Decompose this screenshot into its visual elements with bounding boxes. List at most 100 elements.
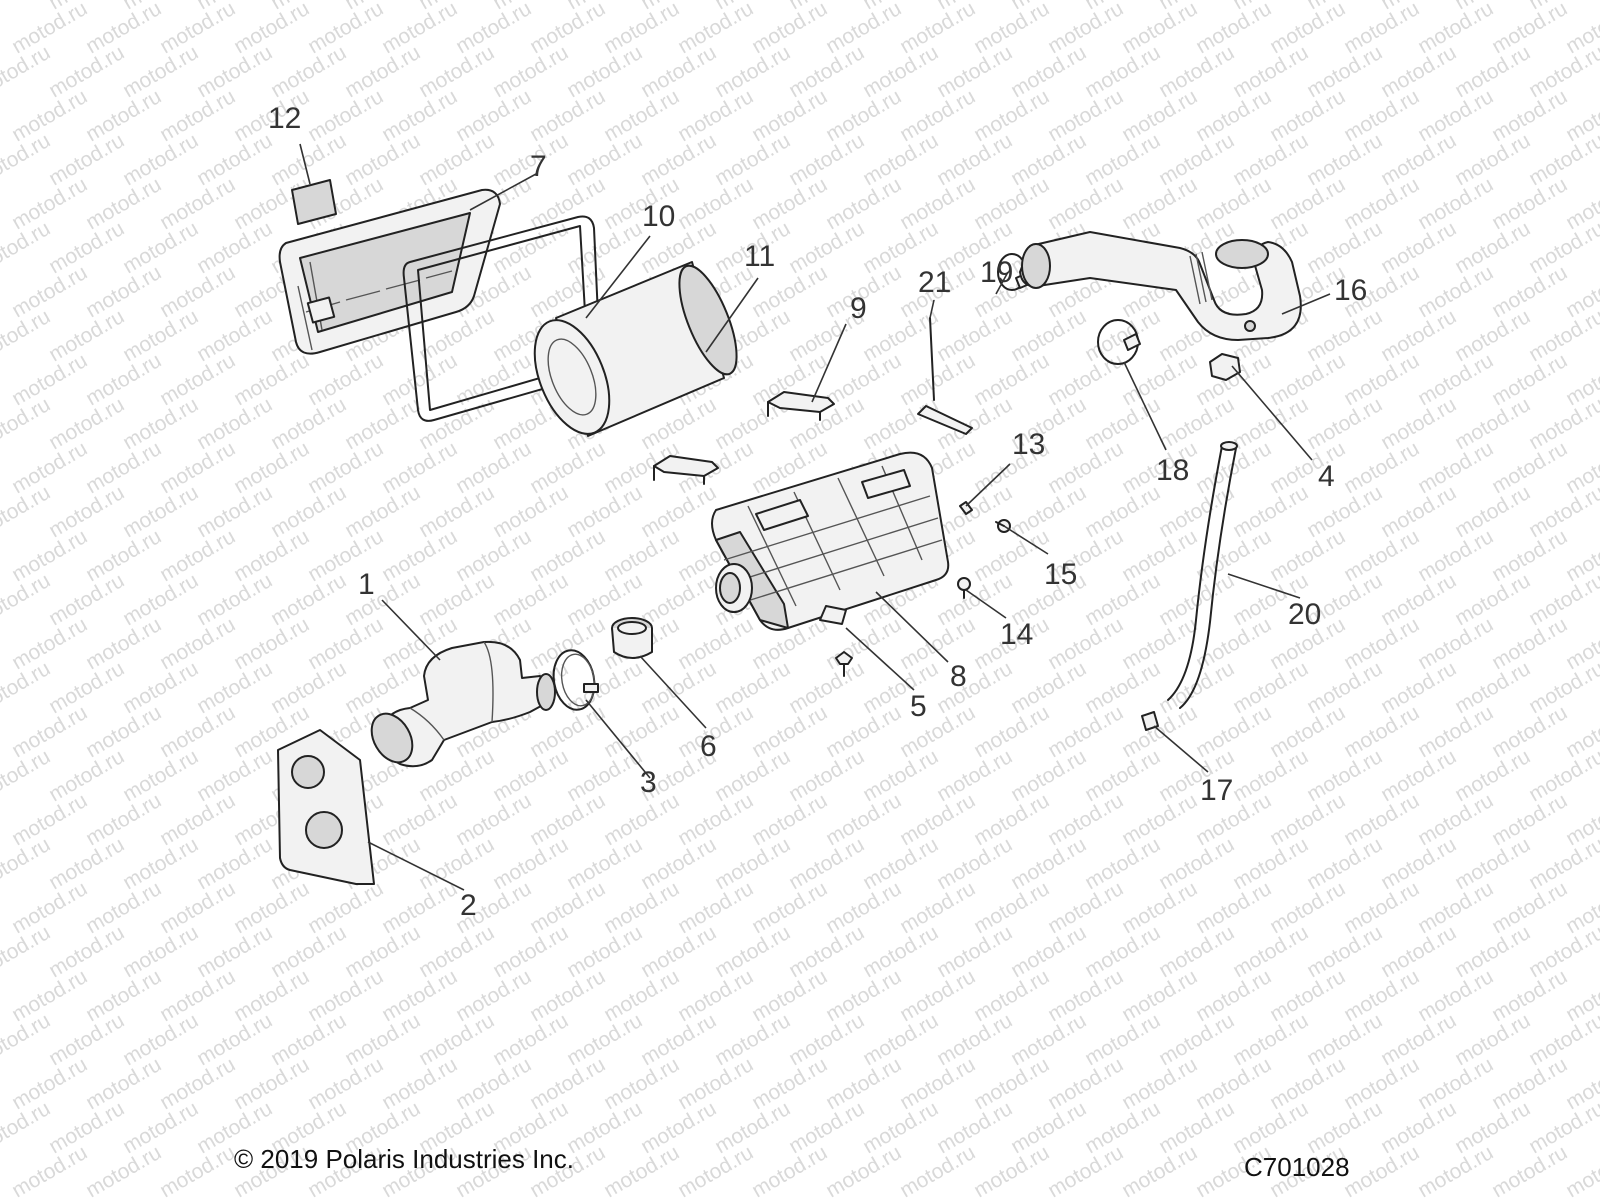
watermark-text: motod.ru bbox=[341, 481, 424, 542]
watermark-text: motod.ru bbox=[0, 305, 54, 366]
watermark-text: motod.ru bbox=[1118, 1141, 1201, 1200]
watermark-text: motod.ru bbox=[304, 525, 387, 586]
watermark-text: motod.ru bbox=[711, 1097, 794, 1158]
watermark-text: motod.ru bbox=[563, 745, 646, 806]
watermark-text: motod.ru bbox=[1266, 349, 1349, 410]
watermark-text: motod.ru bbox=[1081, 657, 1164, 718]
watermark-text: motod.ru bbox=[748, 1053, 831, 1114]
watermark-text: motod.ru bbox=[1340, 0, 1423, 58]
watermark-text: motod.ru bbox=[526, 613, 609, 674]
leader-6 bbox=[639, 655, 707, 729]
watermark-text: motod.ru bbox=[1044, 1141, 1127, 1200]
callout-12: 12 bbox=[268, 102, 301, 135]
watermark-text: motod.ru bbox=[1303, 657, 1386, 718]
watermark-text: motod.ru bbox=[785, 1009, 868, 1070]
watermark-text: motod.ru bbox=[8, 965, 91, 1026]
part-1-intake-duct bbox=[370, 640, 556, 768]
watermark-text: motod.ru bbox=[1081, 129, 1164, 190]
watermark-text: motod.ru bbox=[341, 393, 424, 454]
watermark-text: motod.ru bbox=[1007, 1009, 1090, 1070]
watermark-text: motod.ru bbox=[1266, 0, 1349, 58]
watermark-text: motod.ru bbox=[452, 525, 535, 586]
watermark-text: motod.ru bbox=[0, 833, 54, 894]
watermark-text: motod.ru bbox=[45, 481, 128, 542]
watermark-text: motod.ru bbox=[1414, 261, 1497, 322]
watermark-text: motod.ru bbox=[119, 481, 202, 542]
watermark-text: motod.ru bbox=[822, 1141, 905, 1200]
callout-13: 13 bbox=[1012, 428, 1045, 461]
watermark-text: motod.ru bbox=[526, 789, 609, 850]
watermark-text: motod.ru bbox=[970, 0, 1053, 58]
watermark-text: motod.ru bbox=[1266, 525, 1349, 586]
watermark-text: motod.ru bbox=[341, 41, 424, 102]
watermark-text: motod.ru bbox=[1266, 437, 1349, 498]
watermark-text: motod.ru bbox=[452, 437, 535, 498]
watermark-text: motod.ru bbox=[859, 1009, 942, 1070]
watermark-text: motod.ru bbox=[1044, 965, 1127, 1026]
watermark-text: motod.ru bbox=[1007, 41, 1090, 102]
watermark-text: motod.ru bbox=[674, 173, 757, 234]
watermark-text: motod.ru bbox=[970, 877, 1053, 938]
watermark-text: motod.ru bbox=[1081, 745, 1164, 806]
watermark-text: motod.ru bbox=[1377, 1009, 1460, 1070]
watermark-text: motod.ru bbox=[1488, 789, 1571, 850]
watermark-text: motod.ru bbox=[896, 1053, 979, 1114]
watermark-text: motod.ru bbox=[1192, 613, 1275, 674]
watermark-text: motod.ru bbox=[119, 1009, 202, 1070]
watermark-text: motod.ru bbox=[637, 569, 720, 630]
watermark-text: motod.ru bbox=[674, 1053, 757, 1114]
watermark-text: motod.ru bbox=[82, 85, 165, 146]
watermark-text: motod.ru bbox=[415, 41, 498, 102]
watermark-text: motod.ru bbox=[1340, 85, 1423, 146]
watermark-text: motod.ru bbox=[970, 1053, 1053, 1114]
watermark-text: motod.ru bbox=[1081, 569, 1164, 630]
leader-lines bbox=[299, 143, 1331, 891]
watermark-text: motod.ru bbox=[1377, 657, 1460, 718]
watermark-text: motod.ru bbox=[452, 349, 535, 410]
watermark-text: motod.ru bbox=[1192, 173, 1275, 234]
watermark-text: motod.ru bbox=[1118, 0, 1201, 58]
watermark-text: motod.ru bbox=[0, 1009, 54, 1070]
watermark-text: motod.ru bbox=[970, 789, 1053, 850]
callout-2: 2 bbox=[460, 889, 477, 922]
watermark-text: motod.ru bbox=[1155, 833, 1238, 894]
leader-4 bbox=[1231, 365, 1313, 461]
watermark-text: motod.ru bbox=[933, 1009, 1016, 1070]
watermark-text: motod.ru bbox=[82, 0, 165, 58]
watermark-text: motod.ru bbox=[119, 1097, 202, 1158]
watermark-text: motod.ru bbox=[1377, 217, 1460, 278]
watermark-text: motod.ru bbox=[378, 877, 461, 938]
callout-16: 16 bbox=[1334, 274, 1367, 307]
watermark-text: motod.ru bbox=[748, 965, 831, 1026]
watermark-text: motod.ru bbox=[1303, 217, 1386, 278]
watermark-text: motod.ru bbox=[1414, 1141, 1497, 1200]
watermark-text: motod.ru bbox=[156, 1053, 239, 1114]
part-2-gasket-plate bbox=[277, 729, 375, 885]
watermark-text: motod.ru bbox=[637, 481, 720, 542]
watermark-text: motod.ru bbox=[8, 437, 91, 498]
watermark-text: motod.ru bbox=[1155, 657, 1238, 718]
callout-20: 20 bbox=[1288, 598, 1321, 631]
leader-9 bbox=[811, 323, 847, 403]
watermark-text: motod.ru bbox=[1303, 305, 1386, 366]
watermark-text: motod.ru bbox=[1155, 1097, 1238, 1158]
watermark-text: motod.ru bbox=[563, 921, 646, 982]
watermark-text: motod.ru bbox=[526, 877, 609, 938]
watermark-text: motod.ru bbox=[1414, 613, 1497, 674]
watermark-text: motod.ru bbox=[1192, 965, 1275, 1026]
watermark-text: motod.ru bbox=[193, 305, 276, 366]
callout-6: 6 bbox=[700, 730, 717, 763]
watermark-text: motod.ru bbox=[674, 85, 757, 146]
watermark-text: motod.ru bbox=[45, 129, 128, 190]
watermark-text: motod.ru bbox=[1340, 965, 1423, 1026]
leader-19 bbox=[995, 271, 1009, 295]
watermark-text: motod.ru bbox=[600, 965, 683, 1026]
watermark-text: motod.ru bbox=[1377, 569, 1460, 630]
watermark-text: motod.ru bbox=[452, 789, 535, 850]
watermark-text: motod.ru bbox=[822, 877, 905, 938]
watermark-text: motod.ru bbox=[1488, 877, 1571, 938]
watermark-text: motod.ru bbox=[0, 481, 54, 542]
part-11-filter-element bbox=[533, 261, 738, 437]
watermark-text: motod.ru bbox=[304, 613, 387, 674]
watermark-text: motod.ru bbox=[859, 657, 942, 718]
